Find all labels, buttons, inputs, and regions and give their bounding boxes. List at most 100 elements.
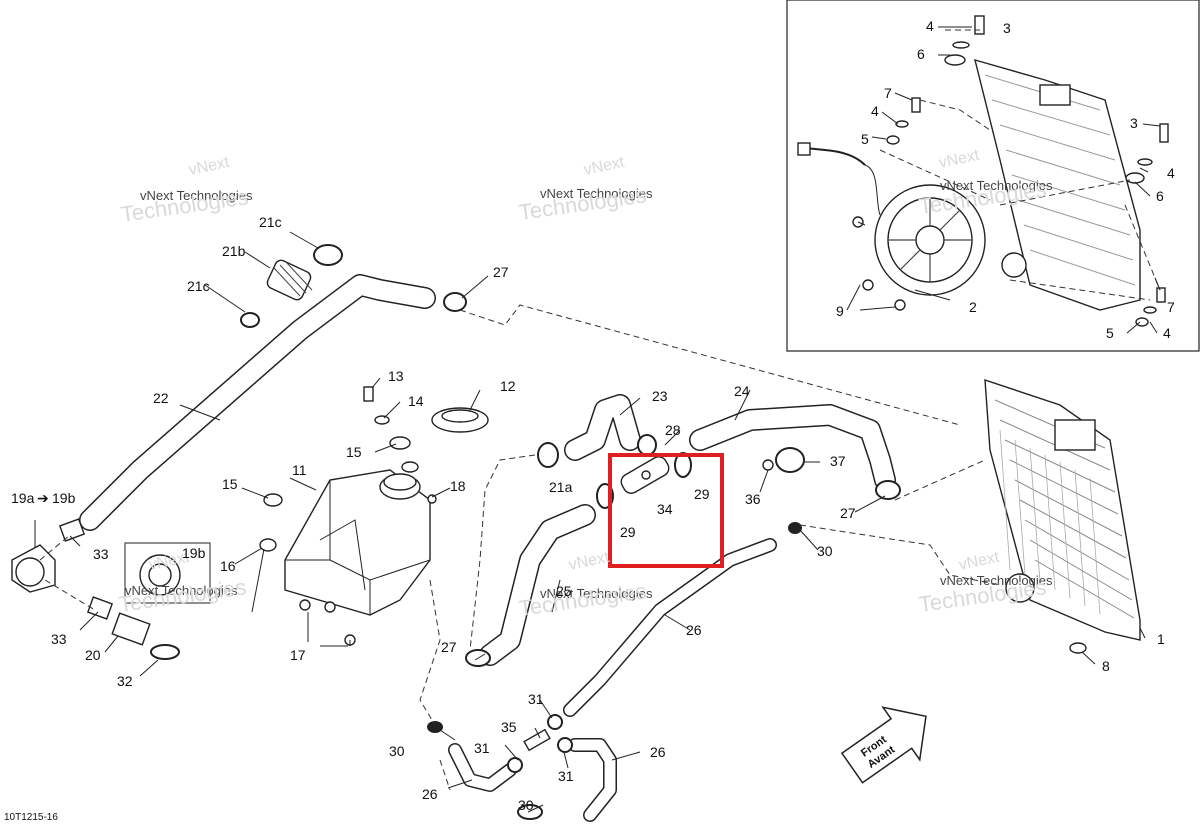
callout-15: 15 <box>346 444 362 460</box>
watermark-line2: Technologies <box>517 578 648 621</box>
figure-id: 10T1215-16 <box>4 812 58 823</box>
callout-3: 3 <box>1003 20 1011 36</box>
highlight-box <box>608 453 724 568</box>
callouts: 4 3 6 7 4 5 3 4 6 9 2 7 5 4 21c 21b 21c … <box>4 18 1175 823</box>
callout-6: 6 <box>1156 188 1164 204</box>
watermark-line1: vNext Technologies <box>940 573 1053 588</box>
callout-21c: 21c <box>187 278 210 294</box>
callout-29: 29 <box>694 486 710 502</box>
callout-26: 26 <box>650 744 666 760</box>
callout-26: 26 <box>686 622 702 638</box>
watermark-line1: vNext Technologies <box>540 186 653 201</box>
callout-4: 4 <box>1163 325 1171 341</box>
callout-33: 33 <box>93 546 109 562</box>
callout-7: 7 <box>884 85 892 101</box>
callout-12: 12 <box>500 378 516 394</box>
callout-36: 36 <box>745 491 761 507</box>
thermostat-housing <box>11 518 211 660</box>
hose-26-lower <box>448 738 617 822</box>
callout-4: 4 <box>871 103 879 119</box>
callout-15: 15 <box>222 476 238 492</box>
watermark-line1: vNext Technologies <box>940 178 1053 193</box>
callout-2: 2 <box>969 299 977 315</box>
callout-22: 22 <box>153 390 169 406</box>
expansion-tank <box>284 469 431 616</box>
clamps <box>240 244 901 820</box>
watermark-brand: vNext <box>187 154 231 179</box>
callout-23: 23 <box>652 388 668 404</box>
watermark-brand: vNext <box>582 154 626 179</box>
callout-25: 25 <box>556 583 572 599</box>
callout-27: 27 <box>493 264 509 280</box>
watermark-brand: vNext <box>937 147 981 172</box>
callout-6: 6 <box>917 46 925 62</box>
callout-27: 27 <box>441 639 457 655</box>
watermark-line1: vNext Technologies <box>540 586 653 601</box>
routing-dashes <box>39 304 1001 791</box>
callout-19b: 19b <box>182 545 206 561</box>
inset-detail <box>786 0 1200 352</box>
leader-lines <box>34 231 1146 813</box>
watermark-line2: Technologies <box>117 574 248 617</box>
inset-fan <box>797 142 986 296</box>
callout-19a: 19a <box>11 490 35 506</box>
callout-7: 7 <box>1167 299 1175 315</box>
callout-17: 17 <box>290 647 306 663</box>
callout-31: 31 <box>528 691 544 707</box>
inset-frame <box>786 0 1200 352</box>
callout-24: 24 <box>734 383 750 399</box>
fitting-35 <box>523 728 551 752</box>
watermark-line1: vNext Technologies <box>140 188 253 203</box>
radiator <box>984 379 1141 654</box>
radiator-cap <box>431 407 489 433</box>
callout-27: 27 <box>840 505 856 521</box>
callout-5: 5 <box>1106 325 1114 341</box>
hose-25 <box>479 504 596 666</box>
inset-hardware <box>852 15 1169 327</box>
callout-30: 30 <box>817 543 833 559</box>
callout-9: 9 <box>836 303 844 319</box>
inset-radiator <box>974 58 1141 311</box>
watermark-line1: vNext Technologies <box>125 583 238 598</box>
callout-26: 26 <box>422 786 438 802</box>
callout-20: 20 <box>85 647 101 663</box>
callout-33: 33 <box>51 631 67 647</box>
callout-21b: 21b <box>222 243 246 259</box>
watermark-brand: vNext <box>957 549 1001 574</box>
callout-18: 18 <box>450 478 466 494</box>
connector-34 <box>620 456 670 494</box>
spring-sleeve-21b <box>266 259 313 301</box>
front-arrow-icon: Front Avant <box>840 706 927 784</box>
callout-30: 30 <box>389 743 405 759</box>
callout-28: 28 <box>665 422 681 438</box>
callout-3: 3 <box>1130 115 1138 131</box>
callout-34: 34 <box>657 501 673 517</box>
callout-19b: 19b <box>52 490 76 506</box>
callout-37: 37 <box>830 453 846 469</box>
callout-32: 32 <box>117 673 133 689</box>
hose-22 <box>79 274 436 531</box>
callout-21a: 21a <box>549 479 573 495</box>
callout-31: 31 <box>474 740 490 756</box>
watermark-brand: vNext <box>567 549 611 574</box>
callout-30: 30 <box>518 797 534 813</box>
callout-13: 13 <box>388 368 404 384</box>
callout-31: 31 <box>558 768 574 784</box>
callout-1: 1 <box>1157 631 1165 647</box>
hose-24 <box>689 404 896 491</box>
hose-26 <box>563 538 777 717</box>
callout-11: 11 <box>292 462 307 478</box>
callout-4: 4 <box>926 18 934 34</box>
callout-35: 35 <box>501 719 517 735</box>
callout-4: 4 <box>1167 165 1175 181</box>
arrow-icon: ➔ <box>37 490 49 506</box>
callout-5: 5 <box>861 131 869 147</box>
hose-23 <box>564 394 641 461</box>
callout-16: 16 <box>220 558 236 574</box>
callout-21c: 21c <box>259 214 282 230</box>
tank-hardware <box>259 386 437 646</box>
callout-29: 29 <box>620 524 636 540</box>
callout-8: 8 <box>1102 658 1110 674</box>
callout-14: 14 <box>408 393 424 409</box>
